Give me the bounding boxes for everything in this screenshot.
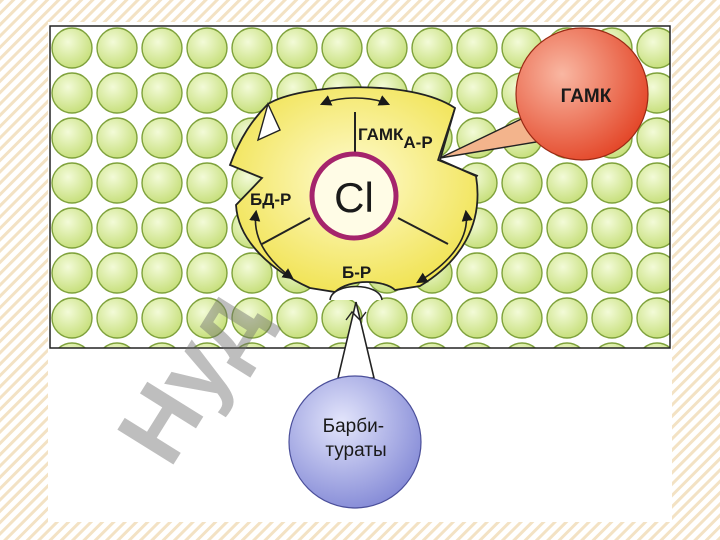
membrane-cell xyxy=(141,162,183,204)
membrane-cell xyxy=(141,72,183,114)
membrane-cell xyxy=(636,117,670,159)
membrane-cell xyxy=(636,297,670,339)
membrane-cell xyxy=(141,252,183,294)
membrane-cell xyxy=(186,117,228,159)
membrane-cell xyxy=(591,252,633,294)
membrane-cell xyxy=(51,297,93,339)
barbiturate-receptor-label: Б-Р xyxy=(342,263,371,282)
membrane-cell xyxy=(141,297,183,339)
membrane-cell xyxy=(51,27,93,69)
membrane-cell xyxy=(411,297,453,339)
membrane-cell xyxy=(231,27,273,69)
membrane-cell xyxy=(51,162,93,204)
membrane-cell xyxy=(96,117,138,159)
membrane-cell xyxy=(636,162,670,204)
membrane-cell xyxy=(141,207,183,249)
membrane-cell xyxy=(51,117,93,159)
membrane-cell xyxy=(237,342,267,348)
membrane-cell xyxy=(282,342,312,348)
membrane-cell xyxy=(186,252,228,294)
membrane-cell xyxy=(456,297,498,339)
membrane-cell xyxy=(591,297,633,339)
membrane-cell xyxy=(186,207,228,249)
membrane-cell xyxy=(96,162,138,204)
gaba-binding-notch xyxy=(437,107,479,177)
arrow-top xyxy=(319,95,391,106)
membrane-cell xyxy=(417,342,447,348)
membrane-cell xyxy=(411,27,453,69)
membrane-cell xyxy=(186,27,228,69)
membrane-cell xyxy=(51,252,93,294)
membrane-cell xyxy=(552,342,582,348)
membrane-cell xyxy=(96,252,138,294)
membrane-cell xyxy=(186,72,228,114)
membrane-cell xyxy=(546,297,588,339)
membrane-cell xyxy=(501,297,543,339)
gaba-ligand-label: ГАМК xyxy=(561,86,612,107)
membrane-cell xyxy=(546,162,588,204)
membrane-cell xyxy=(366,27,408,69)
arrow-right xyxy=(416,209,473,284)
membrane-cell xyxy=(546,207,588,249)
membrane-cell xyxy=(636,27,670,69)
membrane-cell xyxy=(507,342,537,348)
membrane-cell xyxy=(321,27,363,69)
membrane-cell xyxy=(102,342,132,348)
membrane-cell xyxy=(591,162,633,204)
membrane-cell xyxy=(456,252,498,294)
membrane-cell xyxy=(462,342,492,348)
membrane-cell xyxy=(96,297,138,339)
membrane-cell xyxy=(147,342,177,348)
membrane-cell xyxy=(456,27,498,69)
membrane-cell xyxy=(276,297,318,339)
membrane-cell xyxy=(186,162,228,204)
membrane-cell xyxy=(276,27,318,69)
arrow-left xyxy=(249,209,294,280)
barbiturates-ligand: Барби- тураты xyxy=(288,301,422,509)
benzodiazepine-receptor-label: БД-Р xyxy=(250,190,291,209)
membrane-cell xyxy=(546,252,588,294)
membrane-cell xyxy=(501,252,543,294)
membrane-cell xyxy=(141,117,183,159)
membrane-cell xyxy=(501,207,543,249)
membrane-cell xyxy=(141,27,183,69)
membrane-cell xyxy=(96,27,138,69)
membrane-cell xyxy=(372,342,402,348)
membrane-cell xyxy=(51,207,93,249)
membrane-cell xyxy=(456,72,498,114)
membrane-cell xyxy=(192,342,222,348)
membrane-cell xyxy=(231,72,273,114)
gaba-a-receptor-label: ГАМКА-Р xyxy=(358,125,433,152)
membrane-cell xyxy=(366,297,408,339)
membrane-cell xyxy=(642,342,670,348)
chloride-ion: Cl xyxy=(309,151,399,241)
membrane-cell xyxy=(51,72,93,114)
barbiturates-label: Барби- тураты xyxy=(323,416,390,461)
membrane-cell xyxy=(96,72,138,114)
membrane-cell xyxy=(96,207,138,249)
membrane-cell xyxy=(186,297,228,339)
membrane-cell xyxy=(597,342,627,348)
notch-top-left xyxy=(256,101,281,142)
membrane-cell xyxy=(57,342,87,348)
membrane-cell xyxy=(591,207,633,249)
chloride-label: Cl xyxy=(334,174,374,221)
membrane-cell xyxy=(501,162,543,204)
gaba-ligand: ГАМК xyxy=(439,27,649,161)
membrane-cell xyxy=(231,297,273,339)
membrane-cell xyxy=(636,252,670,294)
barbiturate-binding-notch xyxy=(329,285,383,301)
membrane-cell xyxy=(636,207,670,249)
